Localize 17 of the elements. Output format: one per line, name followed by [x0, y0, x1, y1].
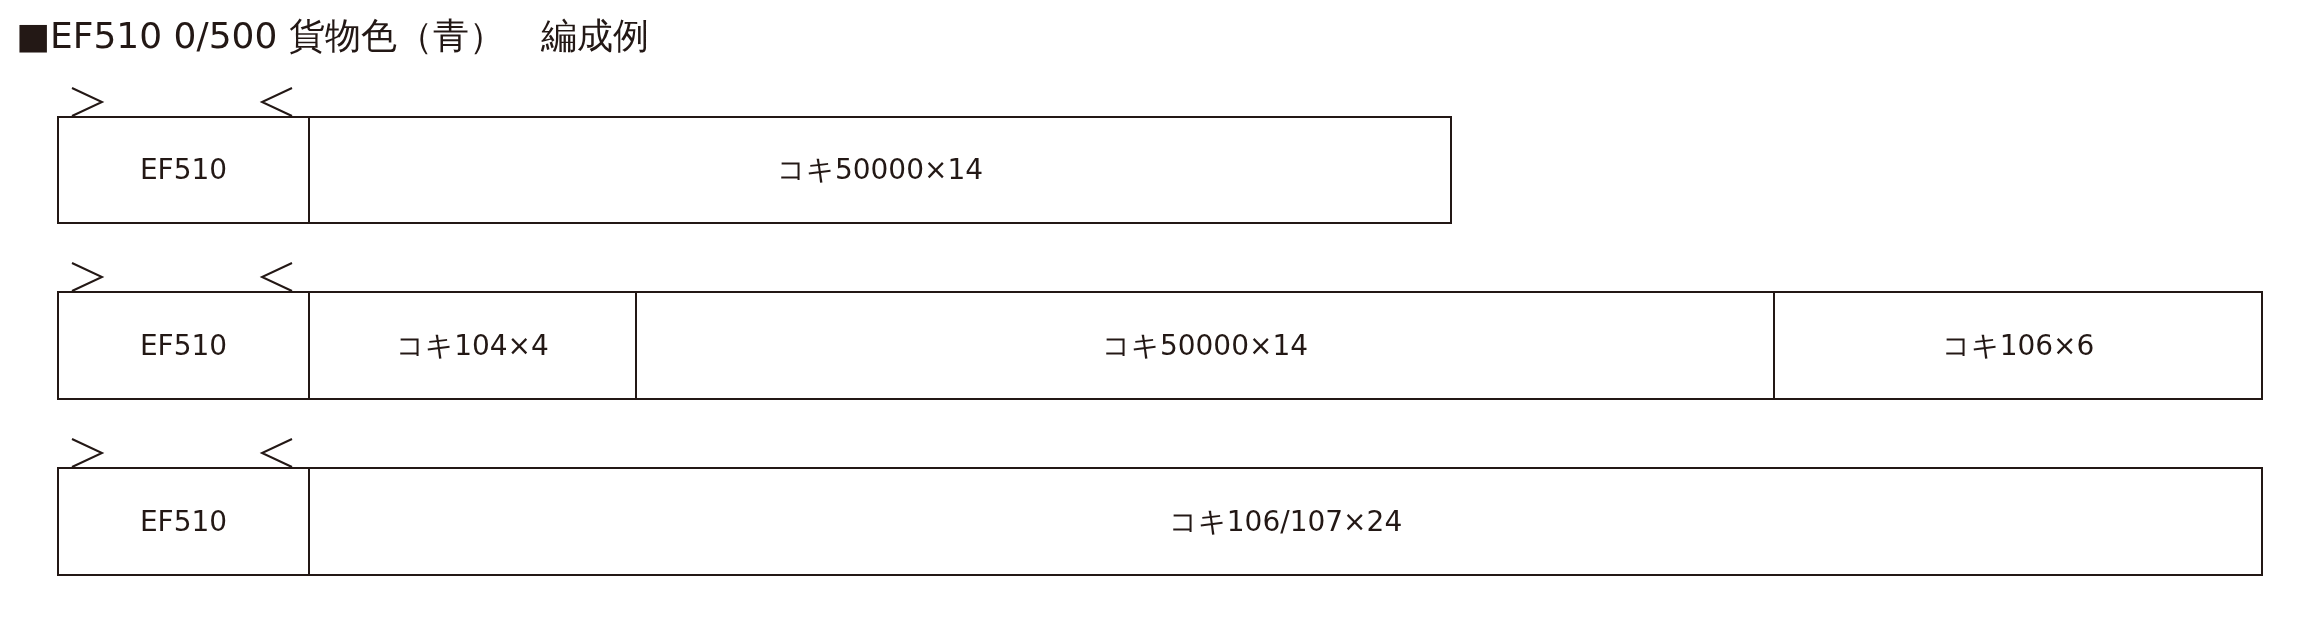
- train-car-box: [57, 467, 310, 576]
- car-label: EF510: [139, 153, 228, 187]
- car-label: コキ106/107×24: [1168, 504, 1403, 539]
- train-car-box: [57, 116, 310, 224]
- train-car-box: [308, 467, 2263, 576]
- car-label: EF510: [139, 328, 228, 363]
- car-label: コキ104×4: [396, 328, 549, 363]
- title: ■EF510 0/500 貨物色（青） 編成例: [16, 16, 649, 56]
- train-car-box: [308, 116, 1452, 224]
- train-car-box: [635, 291, 1775, 400]
- train-car-box: [308, 291, 637, 400]
- train-car-box: [57, 291, 310, 400]
- car-label: コキ50000×14: [1101, 328, 1309, 363]
- car-label: コキ106×6: [1941, 328, 2095, 363]
- car-label: コキ50000×14: [776, 153, 984, 187]
- car-label: EF510: [139, 504, 228, 539]
- train-car-box: [1773, 291, 2263, 400]
